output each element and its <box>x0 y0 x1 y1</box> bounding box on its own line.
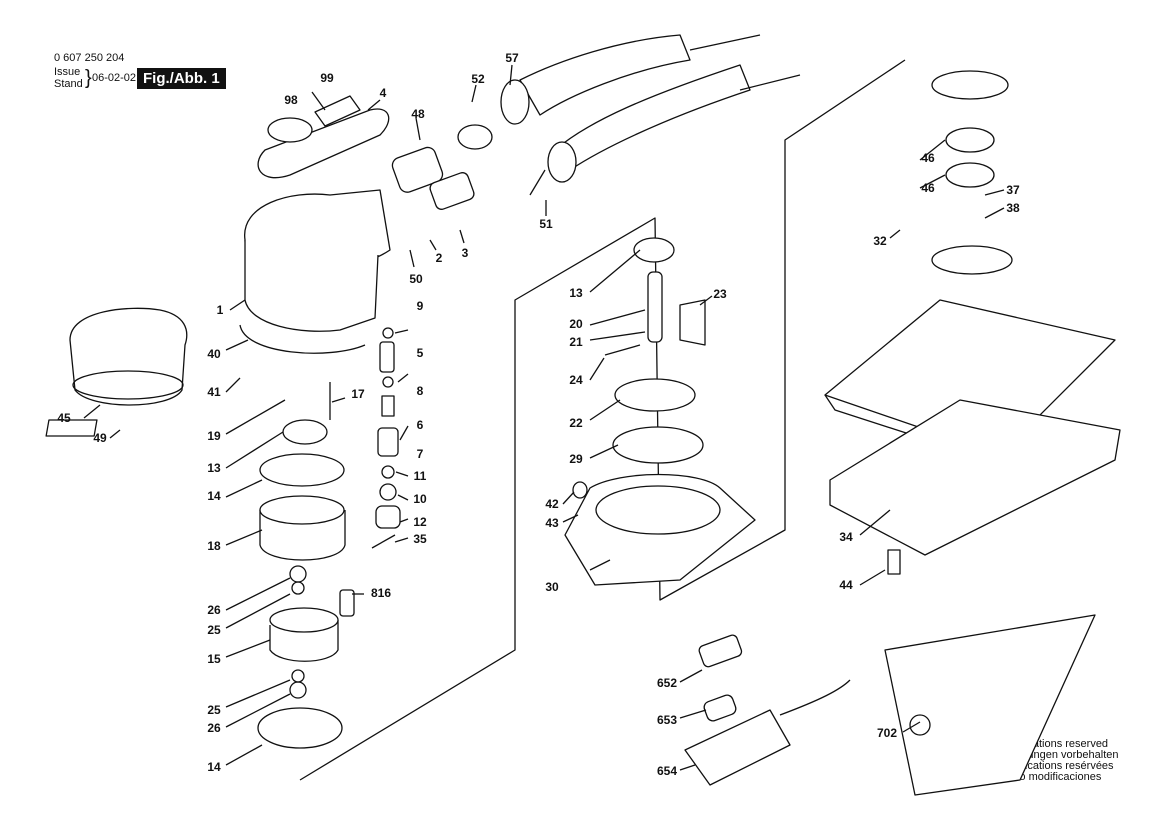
part-label: 38 <box>1006 201 1020 215</box>
dust-bag-icon <box>884 614 1096 796</box>
part-label: 43 <box>545 516 559 530</box>
part-label: 35 <box>413 532 427 546</box>
part-label: 46 <box>921 151 935 165</box>
note-line: Änderungen vorbehalten <box>998 749 1119 761</box>
part-label: 51 <box>539 217 553 231</box>
stand-label: Stand <box>54 78 83 90</box>
part-label: 653 <box>657 713 677 727</box>
part-label: 15 <box>207 652 221 666</box>
part-label: 13 <box>207 461 221 475</box>
part-label: 57 <box>505 51 519 65</box>
part-label: 25 <box>207 623 221 637</box>
label-plate-icon <box>314 95 361 127</box>
part-label: 14 <box>207 760 221 774</box>
doc-number: 0 607 250 204 <box>54 52 125 64</box>
part-label: 652 <box>657 676 677 690</box>
note-line: Modifications reserved <box>998 738 1109 750</box>
nipple-icon <box>698 634 743 668</box>
section-frame-line <box>299 59 906 781</box>
part-label: 1 <box>217 303 224 317</box>
part-label: 2 <box>436 251 443 265</box>
bearing-icon <box>282 419 328 445</box>
part-label: 40 <box>207 347 221 361</box>
part-label: 702 <box>877 726 897 740</box>
part-label: 11 <box>414 469 427 483</box>
shaft-icon <box>647 271 663 343</box>
part-label: 7 <box>417 447 424 461</box>
sanding-pad-icon <box>829 399 1121 556</box>
part-label: 42 <box>545 497 559 511</box>
part-label: 654 <box>657 764 677 778</box>
part-label: 20 <box>569 317 583 331</box>
note-line: Salvo modificaciones <box>998 771 1102 783</box>
clamp-icon <box>703 694 737 722</box>
pad-icon <box>69 307 188 406</box>
part-label: 21 <box>569 335 583 349</box>
fitting-icon <box>391 146 444 193</box>
part-label: 6 <box>417 418 424 432</box>
label-49-icon <box>45 419 98 437</box>
part-label: 50 <box>409 272 423 286</box>
part-label: 99 <box>320 71 334 85</box>
hose-clamp-icon <box>457 124 493 150</box>
part-label: 52 <box>471 72 485 86</box>
issue-brace: } <box>85 67 92 89</box>
part-label: 5 <box>417 346 424 360</box>
part-label: 29 <box>569 452 583 466</box>
part-label: 24 <box>569 373 583 387</box>
part-label: 37 <box>1006 183 1020 197</box>
cover-plate-icon <box>257 108 390 179</box>
part-labels: 98 99 4 48 52 57 51 50 2 3 1 9 5 40 8 41… <box>57 51 1020 778</box>
bearing-flange-icon <box>931 70 1009 100</box>
part-label: 9 <box>417 299 424 313</box>
part-label: 30 <box>545 580 559 594</box>
bearing-icon <box>945 127 995 153</box>
part-label: 34 <box>839 530 853 544</box>
ring-icon <box>612 426 704 464</box>
part-label: 13 <box>569 286 583 300</box>
blade-816-icon <box>339 589 355 617</box>
label-disc-icon <box>267 117 313 143</box>
sander-housing-icon <box>239 189 391 354</box>
bearing-icon <box>945 162 995 188</box>
part-label: 25 <box>207 703 221 717</box>
part-label: 8 <box>417 384 424 398</box>
part-label: 22 <box>569 416 583 430</box>
end-plate-icon <box>257 707 343 749</box>
part-label: 23 <box>713 287 727 301</box>
part-label: 45 <box>57 411 71 425</box>
part-label: 19 <box>207 429 221 443</box>
part-label: 4 <box>380 86 387 100</box>
bearing-icon <box>633 237 675 263</box>
connector-icon <box>684 709 791 786</box>
part-label: 49 <box>93 431 107 445</box>
air-hose-icon <box>500 34 801 196</box>
figure-title: Fig./Abb. 1 <box>137 68 226 89</box>
housing-ring-icon <box>259 453 345 487</box>
washer-icon <box>614 378 696 412</box>
plate-icon <box>931 245 1013 275</box>
part-label: 18 <box>207 539 221 553</box>
part-label: 46 <box>921 181 935 195</box>
part-label: 98 <box>284 93 298 107</box>
part-label: 44 <box>839 578 853 592</box>
part-label: 816 <box>371 586 391 600</box>
part-label: 26 <box>207 721 221 735</box>
issue-date: 06-02-02 <box>92 72 137 84</box>
issue-label: Issue <box>54 66 81 78</box>
part-label: 10 <box>413 492 427 506</box>
fitting-icon <box>429 172 475 210</box>
part-label: 48 <box>411 107 425 121</box>
part-label: 32 <box>873 234 887 248</box>
part-label: 3 <box>462 246 469 260</box>
part-label: 17 <box>351 387 365 401</box>
part-label: 14 <box>207 489 221 503</box>
part-label: 41 <box>207 385 221 399</box>
part-label: 12 <box>413 515 427 529</box>
note-line: Modifications resérvées <box>998 760 1114 772</box>
part-label: 26 <box>207 603 221 617</box>
modifications-note: Modifications reserved Änderungen vorbeh… <box>998 739 1118 783</box>
